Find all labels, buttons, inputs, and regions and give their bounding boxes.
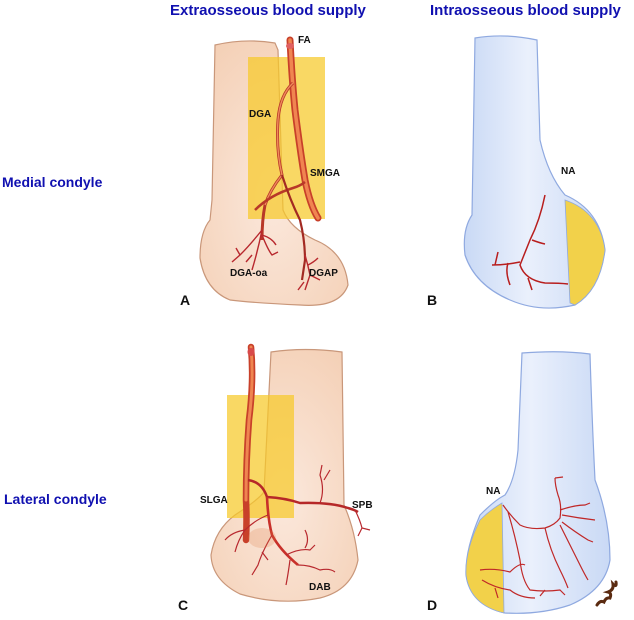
label-na-lateral: NA — [486, 486, 500, 497]
artery-fa-end — [286, 43, 294, 49]
panel-d: NA — [465, 351, 618, 614]
ischemic-zone-medial — [564, 199, 606, 306]
label-dga-oa: DGA-oa — [230, 268, 268, 279]
panel-letter-b: B — [427, 292, 438, 308]
panel-letter-a: A — [180, 292, 191, 308]
label-spb: SPB — [352, 500, 373, 511]
row-label-lateral: Lateral condyle — [4, 491, 107, 507]
branches-dga-oa — [231, 229, 279, 271]
label-dga: DGA — [249, 109, 271, 120]
highlight-region-smga — [248, 57, 325, 219]
label-dgap: DGAP — [309, 268, 338, 279]
label-na-medial: NA — [561, 166, 575, 177]
row-label-medial: Medial condyle — [2, 174, 103, 190]
label-dab: DAB — [309, 582, 331, 593]
joint-blush — [248, 528, 276, 548]
panel-a: FA DGA SMGA DGA-oa DGAP — [199, 35, 349, 306]
branches-dgap — [297, 254, 321, 291]
label-slga: SLGA — [200, 495, 228, 506]
vessels-intraosseous-lateral — [479, 476, 596, 599]
panel-letter-d: D — [427, 597, 438, 613]
header-extraosseous: Extraosseous blood supply — [170, 2, 366, 19]
coiled-vessel — [595, 579, 618, 607]
artery-spb — [247, 478, 359, 514]
vessels-intraosseous-medial — [491, 194, 569, 291]
label-fa: FA — [298, 35, 311, 46]
branches-dab — [224, 464, 371, 586]
label-smga: SMGA — [310, 168, 340, 179]
ischemic-zone-lateral — [465, 502, 505, 614]
header-intraosseous: Intraosseous blood supply — [430, 2, 621, 19]
panel-letter-c: C — [178, 597, 189, 613]
panel-c: SLGA SPB DAB — [200, 343, 373, 602]
panel-b: NA — [463, 35, 606, 309]
